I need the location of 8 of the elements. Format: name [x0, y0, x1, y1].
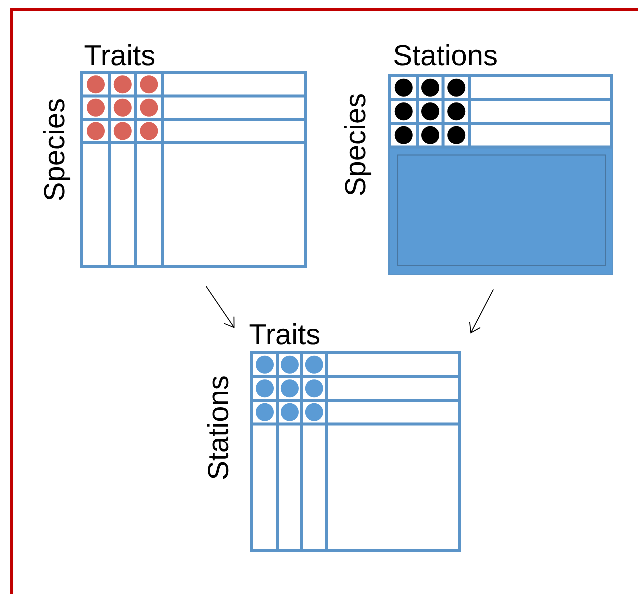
column-heading: Stations	[394, 44, 497, 66]
column-heading: Traits	[250, 324, 320, 345]
row-heading: Species	[44, 99, 71, 200]
arrow	[206, 286, 235, 328]
row-heading: Species	[344, 94, 372, 196]
column-heading: Traits	[84, 44, 155, 66]
arrow	[469, 289, 494, 334]
row-heading: Stations	[207, 376, 229, 480]
